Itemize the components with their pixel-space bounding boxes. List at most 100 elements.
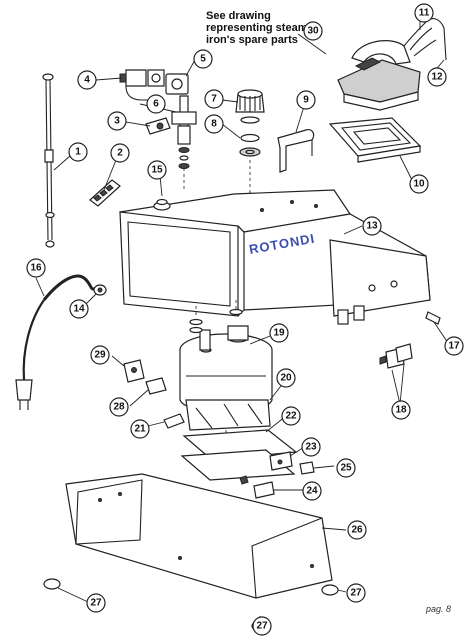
- callout-30: 30: [303, 21, 323, 41]
- callout-2: 2: [110, 143, 130, 163]
- svg-text:14: 14: [73, 304, 85, 315]
- svg-text:20: 20: [280, 373, 292, 384]
- page-number: pag. 8: [425, 604, 451, 614]
- svg-text:10: 10: [413, 179, 425, 190]
- callout-6: 6: [146, 94, 166, 114]
- part-19-boiler: [179, 325, 273, 413]
- svg-text:23: 23: [305, 442, 317, 453]
- callout-1: 1: [68, 142, 88, 162]
- svg-text:5: 5: [200, 54, 206, 65]
- steam-iron-note: See drawing representing steam iron's sp…: [206, 10, 308, 46]
- callout-19: 19: [269, 323, 289, 343]
- svg-text:27: 27: [350, 588, 362, 599]
- callout-7: 7: [204, 89, 224, 109]
- part-13-housing-cover: ROTONDI: [119, 189, 431, 325]
- svg-text:29: 29: [94, 350, 106, 361]
- steam-iron-drawing: [337, 18, 447, 111]
- part-23-pressure-switch: [269, 451, 293, 471]
- svg-text:9: 9: [303, 95, 309, 106]
- part-14-cord-grommet: [93, 284, 107, 296]
- part-26-base-tray: [65, 473, 333, 599]
- callout-25: 25: [336, 458, 356, 478]
- callout-26: 26: [347, 520, 367, 540]
- part-16-power-cord: [15, 274, 97, 410]
- svg-text:26: 26: [351, 525, 363, 536]
- part-7-knob: [235, 89, 265, 124]
- svg-text:8: 8: [211, 119, 217, 130]
- note-line-1: See drawing: [206, 10, 271, 22]
- svg-text:16: 16: [30, 263, 42, 274]
- callout-3: 3: [107, 111, 127, 131]
- svg-text:3: 3: [114, 116, 120, 127]
- svg-text:6: 6: [153, 99, 159, 110]
- part-1-rod: [42, 73, 55, 248]
- svg-text:28: 28: [113, 402, 125, 413]
- part-2-terminal-block: [89, 179, 121, 207]
- part-18-switches: [379, 343, 413, 369]
- callout-22: 22: [281, 406, 301, 426]
- svg-text:11: 11: [419, 8, 430, 19]
- callout-12: 12: [427, 67, 447, 87]
- part-10-iron-rest: [328, 117, 422, 163]
- callout-13: 13: [362, 216, 382, 236]
- callout-markers: 1 2 3 4 5 6 7 8 9 10 11 12 13 14 15 16 1…: [26, 3, 464, 636]
- part-8-washers: [239, 133, 261, 157]
- assembly-dash-lines: [183, 160, 251, 436]
- callout-8: 8: [204, 114, 224, 134]
- part-28-fitting: [145, 377, 167, 395]
- callout-5: 5: [193, 49, 213, 69]
- part-17-fitting: [425, 311, 441, 325]
- svg-text:27: 27: [256, 621, 268, 632]
- part-4-solenoid-valve: [119, 69, 165, 101]
- svg-text:22: 22: [285, 411, 297, 422]
- svg-text:13: 13: [366, 221, 378, 232]
- svg-text:30: 30: [307, 26, 319, 37]
- callout-18: 18: [391, 400, 411, 420]
- callout-15: 15: [147, 160, 167, 180]
- svg-text:17: 17: [448, 341, 460, 352]
- part-25-fitting: [299, 461, 315, 475]
- svg-text:4: 4: [84, 75, 90, 86]
- part-9-handle: [277, 129, 315, 173]
- boiler-washers: [189, 308, 243, 334]
- callout-27a: 27: [86, 593, 106, 613]
- svg-text:24: 24: [306, 486, 318, 497]
- callout-28: 28: [109, 397, 129, 417]
- svg-text:15: 15: [151, 165, 163, 176]
- callout-27c: 27: [252, 616, 272, 636]
- part-29-safety-valve: [123, 359, 145, 383]
- svg-text:7: 7: [211, 94, 217, 105]
- part-15-cap: [153, 198, 171, 211]
- callout-17: 17: [444, 336, 464, 356]
- callout-4: 4: [77, 70, 97, 90]
- part-24-safety-thermostat: [239, 475, 275, 499]
- callout-10: 10: [409, 174, 429, 194]
- svg-text:19: 19: [273, 328, 285, 339]
- note-line-2: representing steam: [206, 22, 308, 34]
- callout-23: 23: [301, 437, 321, 457]
- callout-14: 14: [69, 299, 89, 319]
- callout-21: 21: [130, 419, 150, 439]
- callout-11: 11: [414, 3, 434, 23]
- svg-text:18: 18: [395, 405, 407, 416]
- svg-text:1: 1: [75, 147, 81, 158]
- part-6-valve-body: [171, 95, 197, 169]
- part-5-coil: [165, 73, 189, 95]
- svg-text:2: 2: [117, 148, 123, 159]
- part-22-base-plate: [180, 429, 298, 481]
- callout-16: 16: [26, 258, 46, 278]
- callout-24: 24: [302, 481, 322, 501]
- callout-27b: 27: [346, 583, 366, 603]
- svg-text:27: 27: [90, 598, 102, 609]
- svg-text:25: 25: [340, 463, 352, 474]
- svg-text:21: 21: [134, 424, 146, 435]
- note-line-3: iron's spare parts: [206, 34, 298, 46]
- callout-29: 29: [90, 345, 110, 365]
- part-21-fitting: [163, 413, 185, 429]
- callout-9: 9: [296, 90, 316, 110]
- svg-text:12: 12: [431, 72, 443, 83]
- part-20-heating-element: [185, 399, 271, 431]
- callout-20: 20: [276, 368, 296, 388]
- part-3-fitting: [145, 117, 171, 135]
